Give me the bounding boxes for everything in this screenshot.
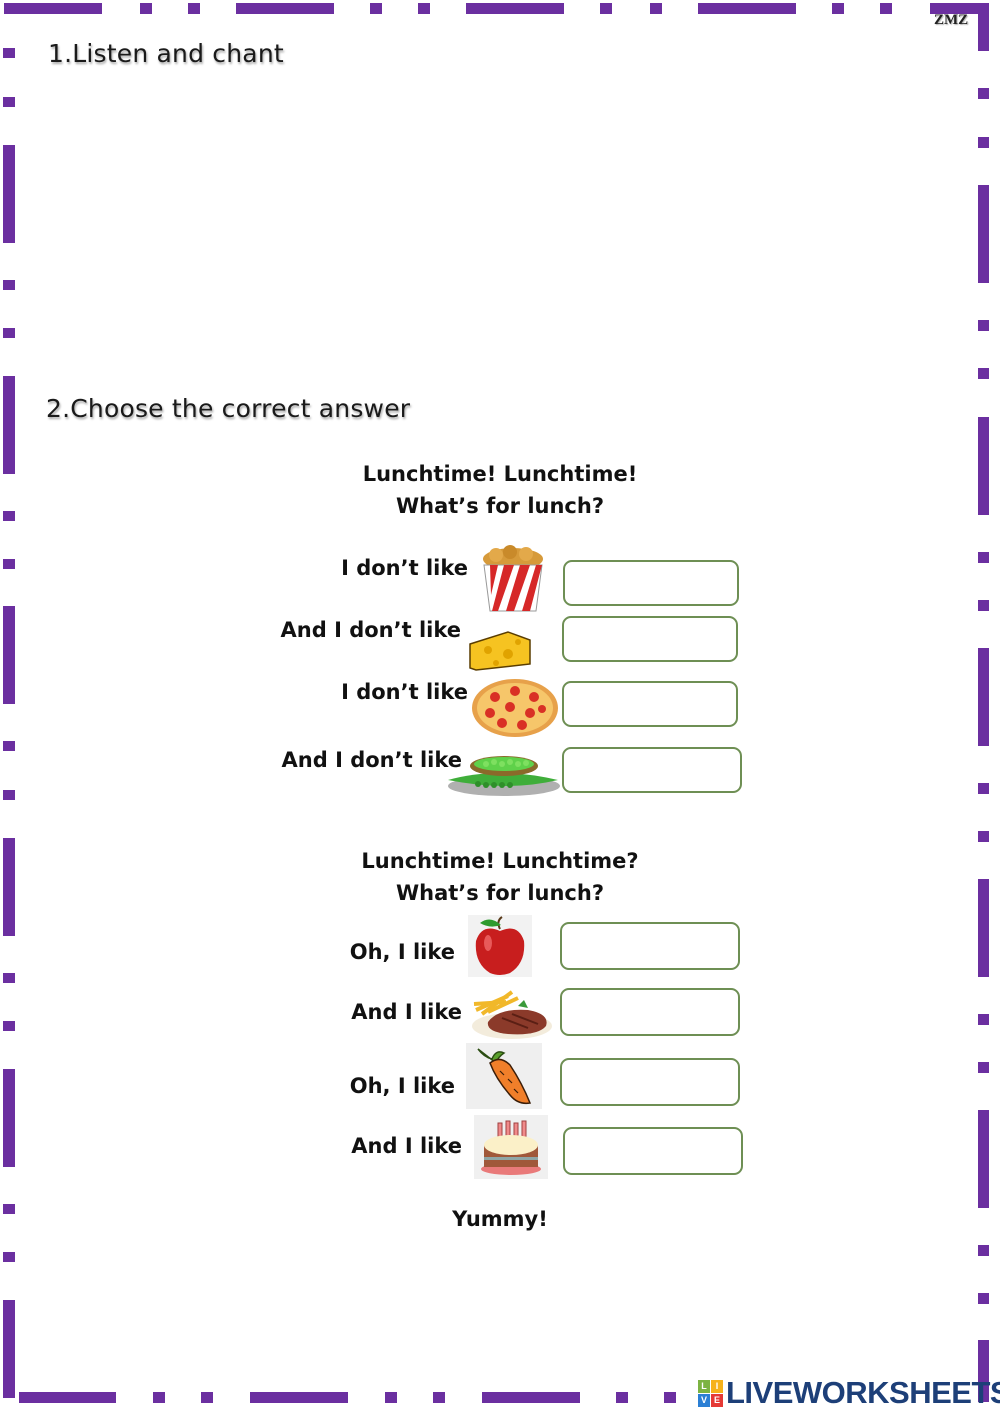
border-segment <box>385 1392 397 1403</box>
border-segment <box>978 600 989 611</box>
verse-2-line-2: What’s for lunch? <box>395 881 605 905</box>
border-segment <box>978 648 989 746</box>
border-segment <box>153 1392 165 1403</box>
border-segment <box>698 3 796 14</box>
border-segment <box>3 1252 15 1262</box>
apple-icon <box>468 915 532 977</box>
border-segment <box>4 3 102 14</box>
fried-chicken-bucket-icon <box>478 545 548 615</box>
border-segment <box>978 320 989 331</box>
answer-box-3[interactable] <box>562 681 738 727</box>
cheese-icon <box>468 630 532 672</box>
border-segment <box>600 3 612 14</box>
border-segment <box>3 376 15 474</box>
border-segment <box>418 3 430 14</box>
logo-text: LIVEWORKSHEETS <box>726 1375 1000 1410</box>
verse-1-row-label: And I don’t like <box>281 748 462 772</box>
verse-1-line-1: Lunchtime! Lunchtime! <box>362 462 638 486</box>
carrot-icon <box>466 1043 542 1109</box>
border-segment <box>3 838 15 936</box>
border-segment <box>3 606 15 704</box>
verse-1-row-label: I don’t like <box>341 680 468 704</box>
border-segment <box>3 1069 15 1167</box>
border-segment <box>978 1245 989 1256</box>
border-segment <box>3 1300 15 1398</box>
logo-letter: V <box>698 1393 710 1407</box>
answer-box-4[interactable] <box>562 747 742 793</box>
peas-icon <box>438 752 562 798</box>
border-segment <box>3 1021 15 1031</box>
border-segment <box>650 3 662 14</box>
answer-box-6[interactable] <box>560 988 740 1036</box>
border-segment <box>3 559 15 569</box>
border-segment <box>832 3 844 14</box>
border-segment <box>978 552 989 563</box>
border-segment <box>250 1392 348 1403</box>
border-segment <box>466 3 564 14</box>
verse-2-row-label: Oh, I like <box>349 940 455 964</box>
section-2-title: 2.Choose the correct answer <box>46 394 411 423</box>
border-segment <box>3 511 15 521</box>
closing-line: Yummy! <box>452 1207 548 1231</box>
logo-letter: I <box>711 1379 723 1393</box>
logo-letter: E <box>711 1393 723 1407</box>
border-segment <box>978 3 989 51</box>
border-segment <box>978 783 989 794</box>
border-segment <box>3 790 15 800</box>
steak-and-fries-icon <box>468 988 554 1040</box>
border-segment <box>482 1392 580 1403</box>
border-segment <box>3 741 15 751</box>
border-segment <box>930 3 989 14</box>
border-segment <box>188 3 200 14</box>
verse-2-row-label: And I like <box>351 1000 462 1024</box>
border-segment <box>978 88 989 99</box>
audio-player-area <box>120 90 300 180</box>
border-segment <box>140 3 152 14</box>
verse-2-row-label: And I like <box>351 1134 462 1158</box>
answer-box-8[interactable] <box>563 1127 743 1175</box>
border-segment <box>978 1110 989 1208</box>
border-segment <box>201 1392 213 1403</box>
border-segment <box>236 3 334 14</box>
verse-1-row-label: And I don’t like <box>280 618 461 642</box>
logo-letter: L <box>698 1379 710 1393</box>
border-segment <box>3 328 15 338</box>
verse-2-row-label: Oh, I like <box>349 1074 455 1098</box>
border-segment <box>978 831 989 842</box>
border-segment <box>978 185 989 283</box>
verse-1-row-label: I don’t like <box>341 556 468 580</box>
verse-1-line-2: What’s for lunch? <box>395 494 605 518</box>
border-segment <box>370 3 382 14</box>
border-segment <box>433 1392 445 1403</box>
answer-box-5[interactable] <box>560 922 740 970</box>
border-segment <box>3 973 15 983</box>
border-segment <box>3 1204 15 1214</box>
pizza-icon <box>470 677 560 739</box>
border-segment <box>3 48 15 58</box>
answer-box-2[interactable] <box>562 616 738 662</box>
border-segment <box>664 1392 676 1403</box>
answer-box-1[interactable] <box>563 560 739 606</box>
border-segment <box>19 1392 116 1403</box>
border-segment <box>978 137 989 148</box>
live-blocks-icon: L I V E <box>698 1379 723 1407</box>
border-segment <box>3 280 15 290</box>
liveworksheets-logo[interactable]: L I V E LIVEWORKSHEETS <box>698 1375 1000 1410</box>
border-segment <box>978 368 989 379</box>
border-segment <box>616 1392 628 1403</box>
border-segment <box>3 145 15 243</box>
border-segment <box>978 1014 989 1025</box>
section-1-title: 1.Listen and chant <box>48 39 284 68</box>
watermark: ZMZ <box>934 12 969 28</box>
border-segment <box>978 1062 989 1073</box>
border-segment <box>880 3 892 14</box>
verse-2-line-1: Lunchtime! Lunchtime? <box>361 849 639 873</box>
border-segment <box>3 97 15 107</box>
border-segment <box>978 1293 989 1304</box>
birthday-cake-icon <box>474 1115 548 1179</box>
border-segment <box>978 879 989 977</box>
answer-box-7[interactable] <box>560 1058 740 1106</box>
border-segment <box>978 1340 989 1402</box>
border-segment <box>978 417 989 515</box>
